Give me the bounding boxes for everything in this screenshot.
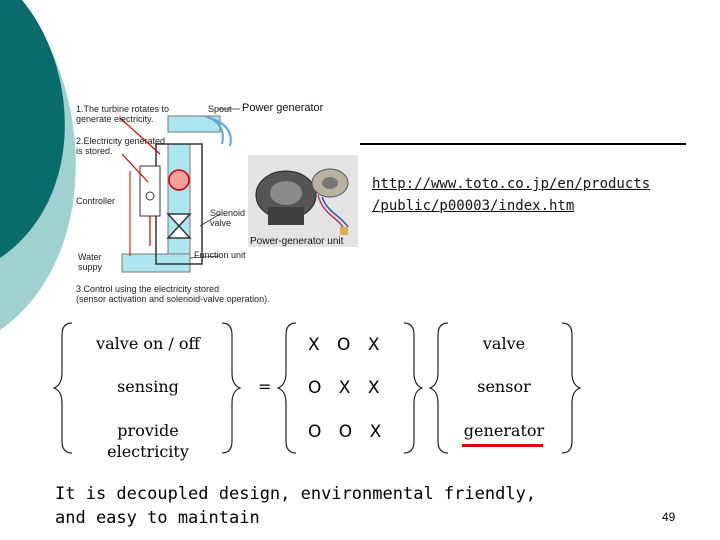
- matrix-row-1: X O X: [308, 335, 386, 355]
- parameter-valve: valve: [482, 334, 526, 353]
- matrix-row-3: O O X: [308, 422, 388, 442]
- matrix-row-2: O X X: [308, 378, 386, 398]
- brace-dp-right: [561, 322, 582, 454]
- generator-highlight: [462, 444, 543, 447]
- solenoid-label-1: Solenoid: [210, 208, 246, 218]
- diagram-drawing: [119, 108, 240, 273]
- requirement-sensing: sensing: [117, 377, 179, 396]
- step3-line2: (sensor activation and solenoid-valve op…: [76, 294, 270, 304]
- page-number: 49: [662, 510, 676, 524]
- power-generator-label: Power generator: [242, 102, 324, 114]
- controller-label: Controller: [76, 196, 116, 206]
- equals-sign: =: [258, 377, 272, 396]
- water-label-1: Water: [78, 252, 102, 262]
- conclusion-line1: It is decoupled design, environmental fr…: [55, 484, 537, 504]
- generator-photo: [248, 155, 358, 247]
- brace-fr-right: [221, 322, 242, 454]
- conclusion-text: It is decoupled design, environmental fr…: [55, 482, 536, 530]
- parameter-sensor: sensor: [477, 377, 531, 396]
- brace-fr-left: [52, 322, 73, 454]
- water-label-2: suppy: [78, 262, 103, 272]
- parameter-generator: generator: [463, 421, 545, 440]
- brace-matrix-right: [403, 322, 424, 454]
- step1-line2: generate electricity.: [76, 114, 154, 124]
- spout-label: Spout: [208, 104, 232, 114]
- brace-dp-left: [428, 322, 449, 454]
- solenoid-label-2: valve: [210, 218, 232, 228]
- brace-matrix-left: [276, 322, 297, 454]
- source-link-line1[interactable]: http://www.toto.co.jp/en/products: [372, 176, 651, 192]
- requirement-electricity: provide electricity: [107, 421, 189, 461]
- turbine: [168, 169, 190, 191]
- source-link-line2[interactable]: /public/p00003/index.htm: [372, 198, 575, 214]
- step1-line1: 1.The turbine rotates to: [76, 104, 170, 114]
- step3-line1: 3.Control using the electricity stored: [76, 284, 220, 294]
- generator-diagram: 1.The turbine rotates to generate electr…: [70, 96, 360, 306]
- function-unit-label: Function unit: [194, 250, 246, 260]
- photo-drawing: [248, 155, 358, 247]
- photo-caption: Power-generator unit: [250, 236, 344, 247]
- step2-line1: 2.Electricity generated: [76, 136, 166, 146]
- conclusion-line2: and easy to maintain: [55, 508, 260, 528]
- horizontal-rule: [360, 143, 686, 145]
- requirement-valve: valve on / off: [96, 334, 200, 353]
- dark-teal-arc: [0, 0, 65, 258]
- step2-line2: is stored.: [76, 146, 113, 156]
